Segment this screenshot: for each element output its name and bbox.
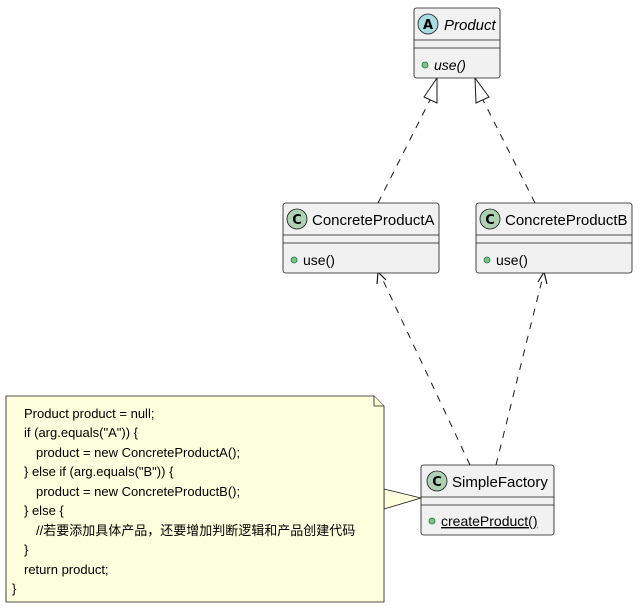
note-line: }	[24, 542, 29, 557]
class-concrete-product-b[interactable]: C ConcreteProductB use()	[475, 202, 633, 274]
public-method-icon	[421, 61, 429, 69]
method-use: use()	[303, 252, 335, 268]
class-box	[475, 202, 633, 274]
class-name: ConcreteProductA	[312, 212, 435, 229]
dependency-arrowhead	[376, 271, 387, 285]
note-line: return product;	[24, 562, 109, 577]
note-line: } else if (arg.equals("B")) {	[24, 464, 174, 479]
note-connector	[383, 488, 423, 510]
dependency-arrowhead	[537, 271, 548, 285]
realization-arrowhead	[423, 76, 438, 104]
class-box	[282, 202, 440, 274]
code-note[interactable]: Product product = null; if (arg.equals("…	[5, 395, 385, 603]
note-line: //若要添加具体产品，还要增加判断逻辑和产品创建代码	[36, 523, 355, 538]
method-use: use()	[496, 252, 528, 268]
class-type-letter: C	[432, 475, 442, 490]
dependency-factory-to-b	[495, 271, 548, 466]
class-icon	[426, 470, 448, 492]
note-line: Product product = null;	[24, 406, 154, 421]
class-concrete-product-a[interactable]: C ConcreteProductA use()	[282, 202, 440, 274]
public-method-icon	[483, 256, 491, 264]
class-type-letter: C	[292, 213, 302, 228]
note-line: product = new ConcreteProductA();	[36, 445, 240, 460]
note-folded-corner	[373, 396, 384, 407]
note-line: }	[12, 581, 17, 596]
method-create-product: createProduct()	[441, 513, 537, 529]
note-text: Product product = null; if (arg.equals("…	[12, 406, 355, 596]
realization-arrowhead	[474, 76, 490, 104]
class-product[interactable]: A Product use()	[413, 7, 501, 79]
class-name: ConcreteProductB	[505, 212, 628, 229]
class-type-letter: A	[423, 18, 433, 33]
realization-b-to-product	[474, 76, 536, 204]
class-box	[420, 464, 555, 536]
class-name: Product	[444, 17, 497, 34]
class-type-letter: C	[485, 213, 495, 228]
class-icon	[479, 208, 501, 230]
realization-a-to-product	[377, 76, 438, 204]
class-icon	[286, 208, 308, 230]
public-method-icon	[428, 517, 436, 525]
note-line: if (arg.equals("A")) {	[24, 425, 139, 440]
public-method-icon	[290, 256, 298, 264]
note-line: } else {	[24, 503, 64, 518]
note-body	[5, 395, 385, 603]
class-name: SimpleFactory	[452, 474, 548, 491]
dependency-factory-to-a	[376, 271, 471, 466]
abstract-class-icon	[417, 13, 439, 35]
note-line: product = new ConcreteProductB();	[36, 484, 240, 499]
class-simple-factory[interactable]: C SimpleFactory createProduct()	[420, 464, 555, 536]
method-use: use()	[434, 57, 466, 73]
